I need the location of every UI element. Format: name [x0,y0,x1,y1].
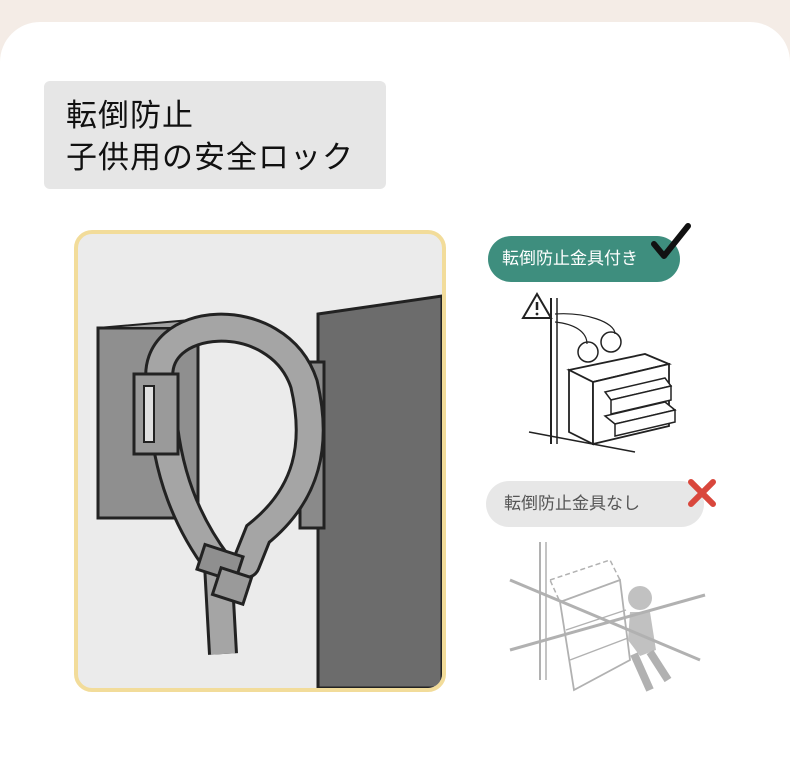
without-bracket-label: 転倒防止金具なし [486,481,704,527]
tipping-drawer-illustration [509,542,706,692]
bracket-drawer-illustration [521,292,677,453]
strap-buckle [132,372,180,456]
title-line-1: 転倒防止 [66,98,194,134]
title-banner: 転倒防止 子供用の安全ロック [44,81,386,189]
cabinet [316,294,442,688]
with-bracket-label: 転倒防止金具付き [488,236,680,282]
with-bracket-text: 転倒防止金具付き [502,249,638,269]
checkmark-icon [651,223,691,259]
strap [147,315,322,576]
strap-lock-illustration [96,294,442,688]
without-bracket-text: 転倒防止金具なし [504,494,640,514]
red-cross-icon [688,479,716,507]
product-photo [74,230,446,692]
warning-triangle-icon [521,292,553,319]
title-line-2: 子供用の安全ロック [66,140,354,176]
